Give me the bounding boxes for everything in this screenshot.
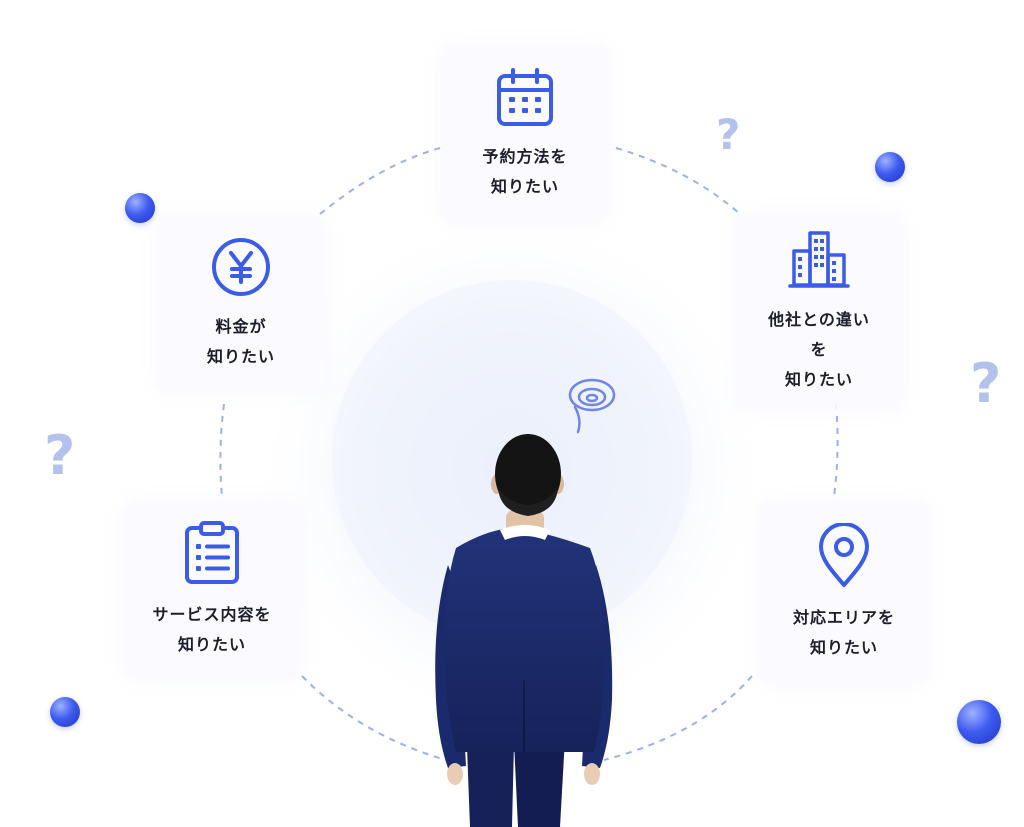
- label-line: サービス内容を: [152, 605, 272, 624]
- card-competitor-label: 他社との違い を 知りたい: [768, 305, 870, 395]
- dashed-ring: [219, 147, 839, 761]
- question-mark-icon: ?: [716, 110, 741, 159]
- card-service-area: 対応エリアを 知りたい: [758, 500, 930, 686]
- label-line: 知りたい: [809, 638, 878, 657]
- card-reservation-label: 予約方法を 知りたい: [482, 142, 567, 202]
- card-reservation-method: 予約方法を 知りたい: [440, 44, 610, 224]
- location-pin-icon: [819, 523, 869, 587]
- question-mark-icon: ?: [970, 352, 1002, 415]
- label-line: 他社との違い: [768, 310, 870, 329]
- label-line: を: [810, 340, 828, 359]
- yen-icon: [212, 238, 270, 296]
- card-service-content: サービス内容を 知りたい: [122, 500, 302, 680]
- label-line: 対応エリアを: [792, 608, 895, 627]
- card-price: 料金が 知りたい: [156, 214, 326, 394]
- decorative-orb: [957, 700, 1001, 744]
- card-competitor-difference: 他社との違い を 知りたい: [734, 212, 904, 412]
- question-mark-icon: ?: [44, 424, 76, 487]
- card-area-label: 対応エリアを 知りたい: [793, 603, 895, 663]
- calendar-icon: [497, 68, 553, 126]
- decorative-orb: [50, 697, 80, 727]
- label-line: 料金が: [215, 317, 267, 336]
- buildings-icon: [788, 231, 850, 288]
- card-price-label: 料金が 知りたい: [207, 312, 275, 372]
- decorative-orb: [875, 152, 905, 182]
- label-line: 知りたい: [784, 370, 853, 389]
- clipboard-icon: [185, 521, 239, 584]
- label-line: 知りたい: [177, 635, 246, 654]
- thinking-swirl-icon: [568, 378, 616, 434]
- businessman-figure: [435, 434, 613, 827]
- label-line: 知りたい: [490, 177, 559, 196]
- card-service-label: サービス内容を 知りたい: [152, 600, 271, 660]
- label-line: 知りたい: [206, 347, 275, 366]
- decorative-orb: [125, 193, 155, 223]
- label-line: 予約方法を: [482, 147, 568, 166]
